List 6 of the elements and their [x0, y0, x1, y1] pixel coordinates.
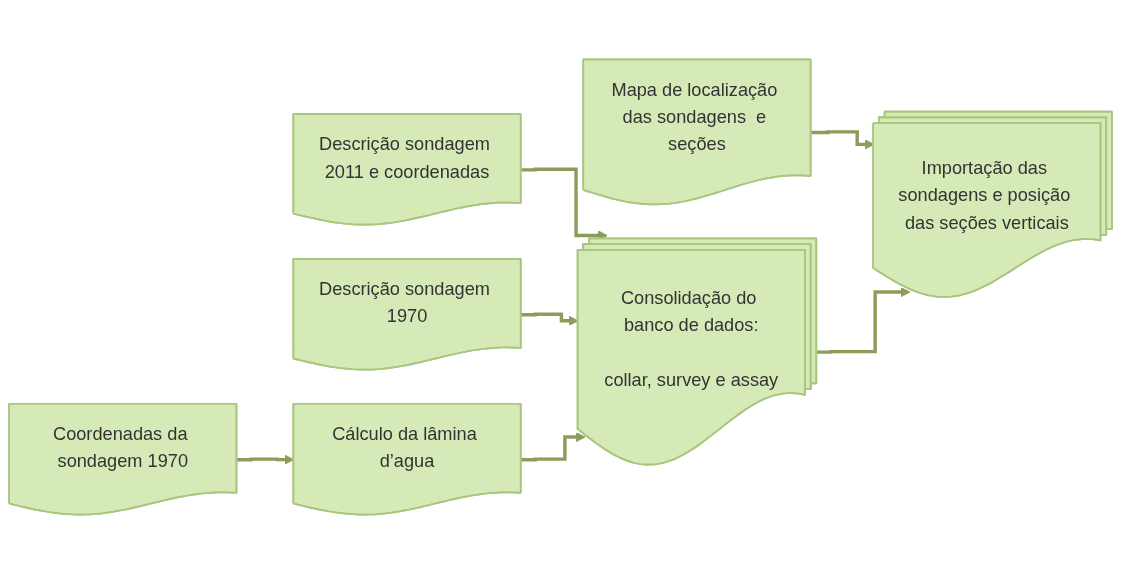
arrow	[521, 432, 586, 462]
arrow	[521, 312, 579, 326]
arrow	[816, 287, 911, 354]
arrow	[521, 167, 608, 241]
arrow	[237, 454, 295, 465]
arrow	[811, 130, 875, 150]
